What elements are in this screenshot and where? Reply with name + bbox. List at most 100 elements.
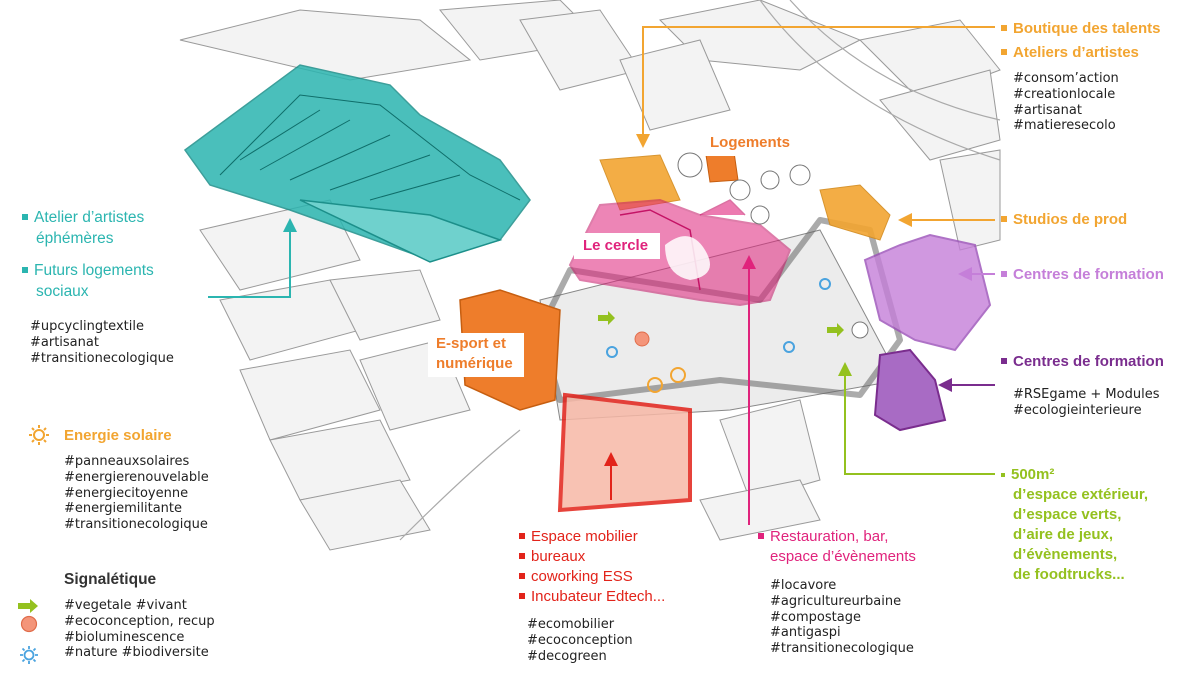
tag: #decogreen <box>527 648 607 664</box>
signaletique-row: #nature #biodiversite <box>64 645 209 661</box>
background-buildings <box>179 0 1001 551</box>
espace-label: coworking ESS <box>531 568 633 585</box>
centres-1-arrowhead <box>958 267 972 281</box>
futurs-label: Futurs logements <box>34 262 154 279</box>
espace-list: Espace mobilier bureaux coworking ESS In… <box>519 527 665 607</box>
green-arrow-icon <box>18 599 38 613</box>
green-block: 500m² d’espace extérieur, d’espace verts… <box>1001 465 1148 585</box>
bullet <box>22 267 28 273</box>
bullet <box>1001 49 1007 55</box>
centres-label-1: Centres de formation <box>1013 266 1164 283</box>
le-cercle-label-box <box>574 233 660 259</box>
pink-arrowhead <box>742 255 756 269</box>
studios-label: Studios de prod <box>1013 211 1128 228</box>
pink-building <box>568 198 792 307</box>
purple-dark-building <box>873 348 947 432</box>
street-line <box>789 0 1001 121</box>
tag: #antigaspi <box>770 625 841 641</box>
tag: #panneauxsolaires <box>64 454 190 469</box>
purple-light-building <box>863 233 992 352</box>
espace-label: Espace mobilier <box>531 528 638 545</box>
red-arrowhead <box>604 452 618 466</box>
green-line: d’espace verts, <box>1013 506 1122 523</box>
left-tags: #upcyclingtextile #artisanat #transition… <box>30 319 174 366</box>
espace-item: bureaux <box>519 547 665 567</box>
tag: #artisanat <box>30 334 99 350</box>
orange-circle-icon <box>20 615 38 633</box>
restauration-tags: #locavore #agricultureurbaine #compostag… <box>770 578 914 657</box>
espace-item: coworking ESS <box>519 567 665 587</box>
le-cercle-label: Le cercle <box>583 237 649 254</box>
restauration-label: Restauration, bar, <box>770 528 889 545</box>
espace-item: Espace mobilier <box>519 527 665 547</box>
green-connector <box>844 372 995 475</box>
bullet <box>1001 473 1005 477</box>
boutique-connector <box>642 26 995 138</box>
orange-building-right <box>819 184 891 241</box>
bullet <box>758 533 764 539</box>
map-green-arrow-icons <box>598 311 844 337</box>
teal-arrowhead <box>283 218 297 232</box>
tag: #locavore <box>770 578 837 593</box>
esport-label-box <box>428 333 524 377</box>
sun-gear-icon <box>29 425 49 445</box>
tag: #ecoconception <box>527 632 633 648</box>
centres-label-2: Centres de formation <box>1013 353 1164 370</box>
bullet <box>1001 25 1007 31</box>
signaletique-rows: #vegetale #vivant #ecoconception, recup … <box>64 598 215 661</box>
centres-item-2: Centres de formation <box>1001 352 1164 372</box>
boutique-item: Boutique des talents <box>1001 19 1161 39</box>
logements-label-box <box>702 130 806 156</box>
orange-building-top-small <box>705 151 739 183</box>
teal-connector <box>208 222 291 298</box>
signaletique-title: Signalétique <box>64 571 157 588</box>
boutique-label: Boutique des talents <box>1013 20 1161 37</box>
tag: #upcyclingtextile <box>30 319 144 334</box>
espace-label: Incubateur Edtech... <box>531 588 666 605</box>
tag: #creationlocale <box>1013 86 1116 102</box>
green-line: d’évènements, <box>1013 546 1118 563</box>
restauration-item: Restauration, bar, <box>758 527 888 547</box>
tag: #transitionecologique <box>30 350 174 366</box>
futurs-label-line2: sociaux <box>36 283 89 300</box>
signaletique-row: #vegetale #vivant <box>64 598 187 613</box>
trees <box>677 152 869 339</box>
energie-tags: #panneauxsolaires #energierenouvelable #… <box>64 454 209 533</box>
green-arrowhead <box>838 362 852 376</box>
boutique-arrowhead <box>636 134 650 148</box>
red-building <box>557 392 692 513</box>
futurs-item: Futurs logements <box>22 261 154 281</box>
green-line: d’espace extérieur, <box>1013 486 1149 503</box>
bullet <box>22 214 28 220</box>
tag: #transitionecologique <box>770 641 914 657</box>
esport-label-line2: numérique <box>436 355 513 372</box>
tag: #ecomobilier <box>527 617 615 632</box>
tag: #matieresecolo <box>1013 118 1116 134</box>
surface-label: 500m² <box>1011 466 1055 483</box>
atelier-item: Atelier d’artistes <box>22 208 144 228</box>
tag: #RSEgame + Modules <box>1013 387 1160 402</box>
energie-title: Energie solaire <box>64 427 172 444</box>
logements-label: Logements <box>710 134 791 151</box>
esport-label-line1: E-sport et <box>436 335 507 352</box>
tag: #consom’action <box>1013 71 1119 86</box>
orange-building-top <box>599 154 681 211</box>
studios-arrowhead <box>898 213 912 227</box>
green-title: 500m² <box>1001 465 1136 485</box>
tag: #transitionecologique <box>64 517 208 533</box>
restauration-label-line2: espace d’évènements <box>770 548 916 565</box>
green-line: de foodtrucks... <box>1013 566 1125 583</box>
tag: #ecologieinterieure <box>1013 402 1142 418</box>
map-sun-gear-icons <box>647 367 686 393</box>
map-orange-circle-icon <box>634 331 650 347</box>
tag: #energiecitoyenne <box>64 485 189 501</box>
centres-2-arrowhead <box>938 378 952 392</box>
tag: #compostage <box>770 609 861 625</box>
map-blue-gear-icons <box>606 278 831 358</box>
blue-gear-icon <box>20 646 38 664</box>
ateliers-label: Ateliers d’artistes <box>1013 44 1139 61</box>
atelier-label-line2: éphémères <box>36 230 114 247</box>
atelier-label: Atelier d’artistes <box>34 209 145 226</box>
espace-item: Incubateur Edtech... <box>519 587 665 607</box>
